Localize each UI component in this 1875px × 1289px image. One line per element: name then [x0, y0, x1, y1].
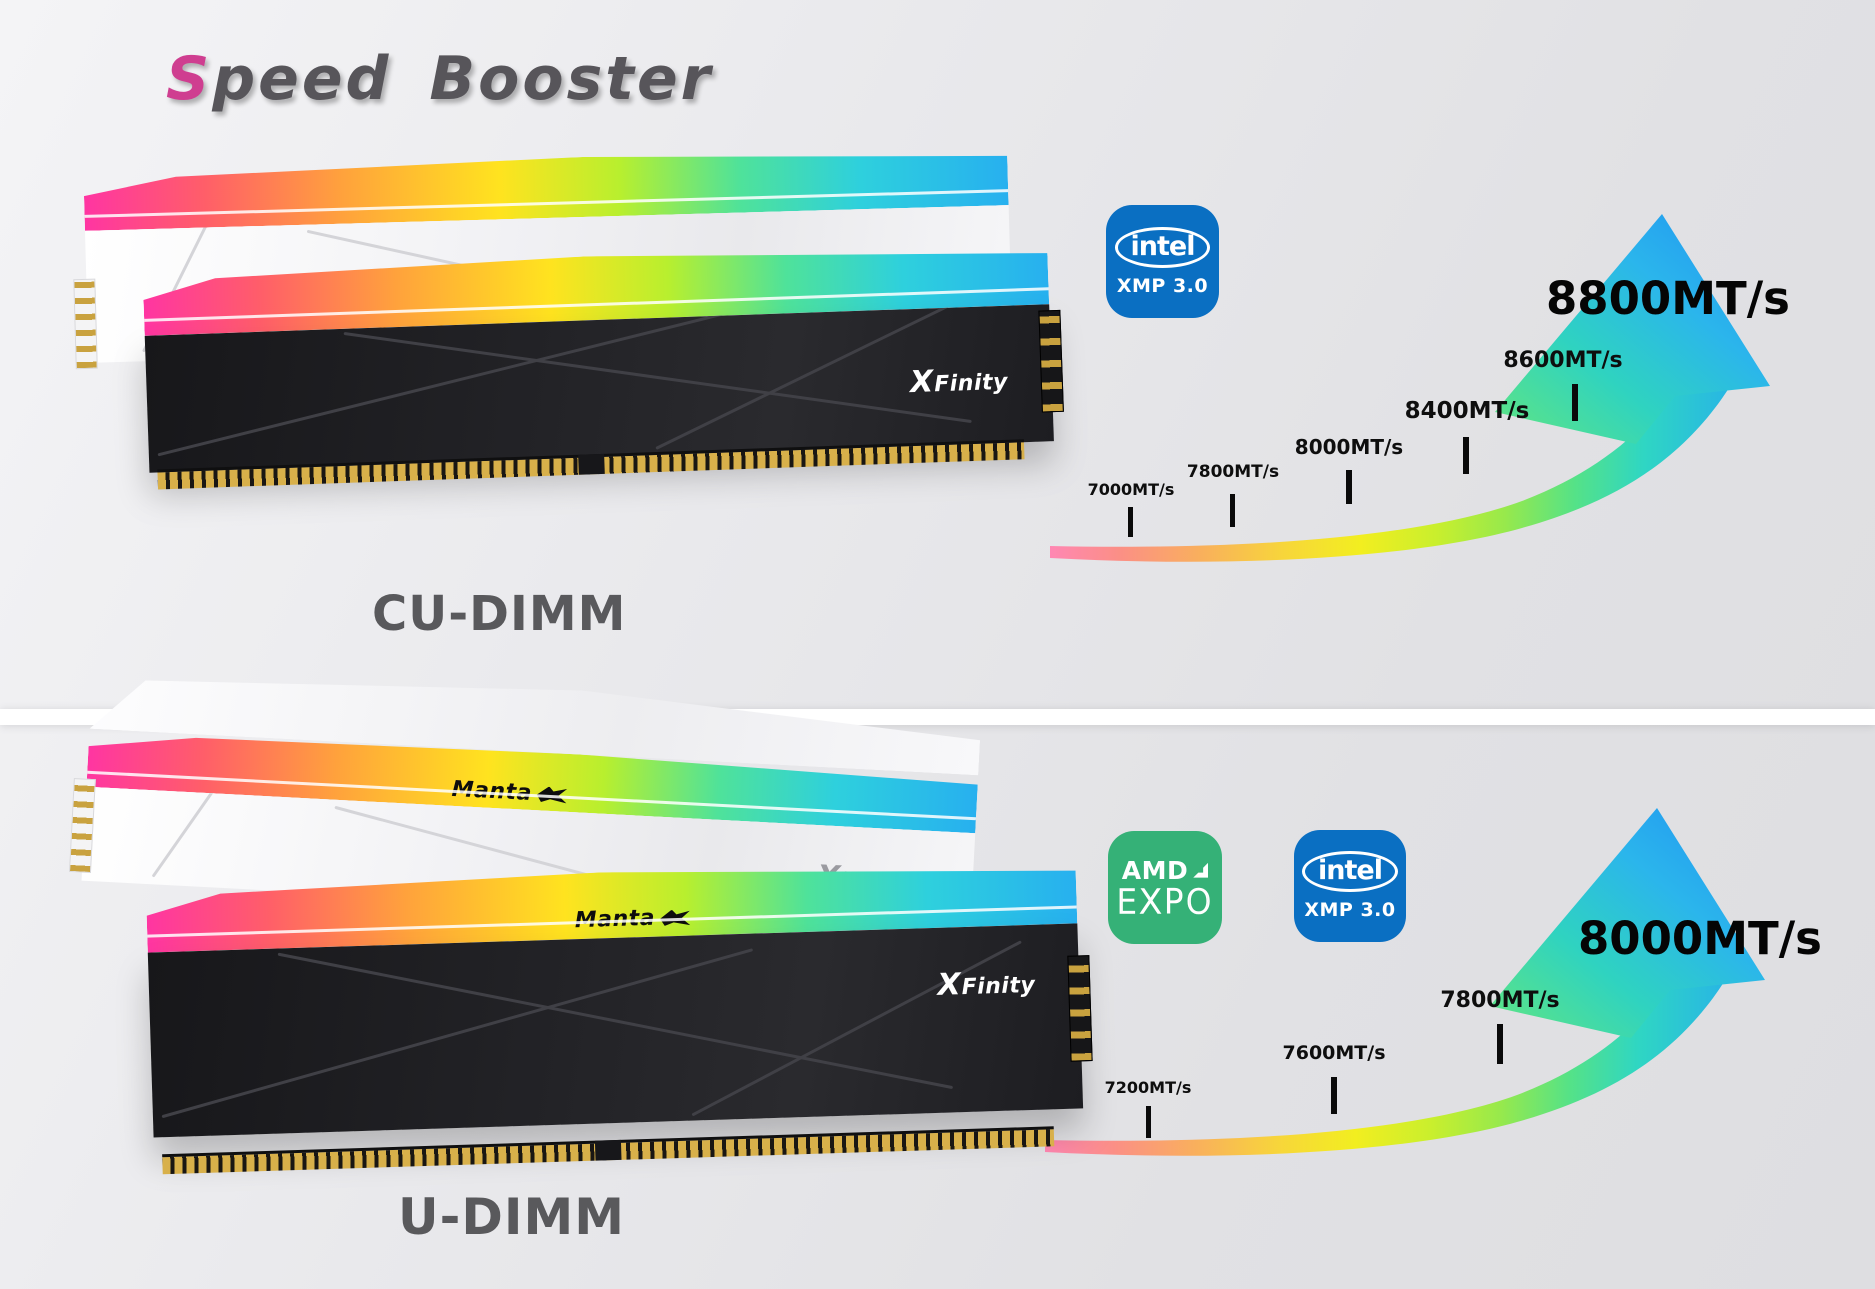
amd-logo: AMD [1122, 856, 1209, 885]
speed-tick-label: 8400MT/s [1404, 398, 1530, 424]
page-title: Speed Booster [166, 44, 713, 114]
arrow-head [1490, 808, 1765, 1038]
intel-logo: intel [1114, 226, 1211, 268]
speed-tick-mark [1331, 1077, 1337, 1114]
pcb-edge-tab [1038, 309, 1064, 413]
xfinity-logo: XFinity [936, 967, 1036, 1003]
speed-tick-mark [1230, 494, 1235, 527]
intel-xmp-badge: intel XMP 3.0 [1294, 830, 1406, 942]
section-label-cudimm: CU-DIMM [372, 586, 627, 642]
peak-speed-label: 8800MT/s [1546, 272, 1790, 325]
ram-stick-black-top: XFinity [142, 240, 1064, 490]
xmp-label: XMP 3.0 [1116, 274, 1209, 297]
manta-ray-icon [660, 909, 690, 926]
xmp-label: XMP 3.0 [1304, 899, 1396, 921]
speed-tick-label: 7800MT/s [1186, 462, 1280, 482]
manta-ray-icon [536, 786, 567, 804]
speed-tick-label: 8000MT/s [1294, 435, 1404, 459]
heatsink-facet-line [161, 948, 754, 1119]
arrow-tail [1045, 943, 1735, 1156]
speed-arrow-bottom [1045, 808, 1765, 1156]
gold-pins [162, 1126, 1055, 1175]
peak-speed-label: 8000MT/s [1578, 912, 1822, 965]
speed-tick-mark [1497, 1024, 1503, 1064]
speed-tick-mark [1146, 1106, 1151, 1138]
intel-xmp-badge: intel XMP 3.0 [1106, 205, 1219, 318]
heatsink-black: XFinity [147, 923, 1084, 1138]
intel-logo: intel [1302, 851, 1398, 892]
speed-tick-label: 7200MT/s [1104, 1078, 1192, 1097]
speed-tick-mark [1572, 384, 1578, 421]
speed-tick-label: 8600MT/s [1503, 348, 1623, 373]
heatsink-facet-line [343, 331, 972, 423]
arrow-head [1495, 214, 1770, 444]
heatsink-facet-line [277, 952, 954, 1089]
manta-logo: Manta [574, 905, 690, 934]
speed-tick-label: 7800MT/s [1440, 988, 1560, 1013]
pcb-edge-tab [1067, 954, 1093, 1062]
xfinity-logo: XFinity [909, 364, 1009, 401]
expo-label: EXPO [1116, 881, 1214, 921]
arrow-tail [1050, 349, 1740, 562]
speed-tick-mark [1128, 507, 1133, 537]
speed-arrow-top [1050, 214, 1770, 562]
section-label-udimm: U-DIMM [398, 1188, 625, 1246]
amd-expo-badge: AMD EXPO [1108, 831, 1222, 944]
manta-logo: Manta [451, 777, 567, 808]
speed-tick-mark [1346, 470, 1352, 504]
ram-stick-black-bottom: Manta XFinity [146, 857, 1093, 1175]
speed-tick-label: 7000MT/s [1087, 480, 1175, 499]
speed-tick-label: 7600MT/s [1282, 1042, 1386, 1064]
speed-tick-mark [1463, 437, 1469, 474]
title-rest: peed Booster [212, 44, 714, 114]
pcb-edge-tab [73, 278, 98, 370]
heatsink-facet-line [151, 786, 287, 878]
title-accent-letter: S [166, 44, 213, 114]
